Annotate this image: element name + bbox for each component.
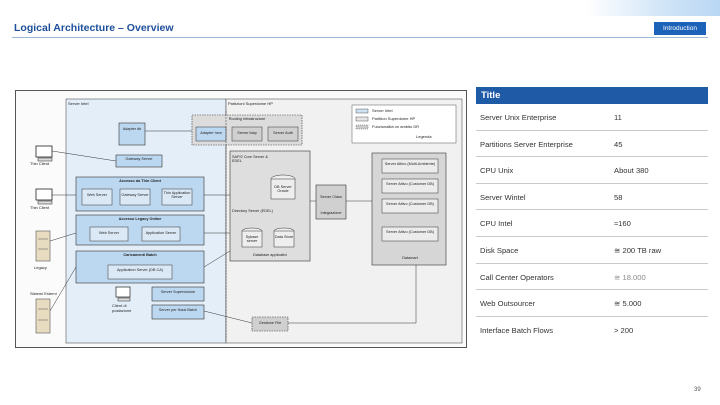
table-row: Server Wintel 58 <box>476 184 708 211</box>
row-value: > 200 <box>614 325 634 335</box>
thin-app-label: Thin Application Server <box>163 191 191 199</box>
thin-access-label: Accesso da Thin Client <box>119 179 161 183</box>
bottom-flow-box <box>251 316 289 332</box>
legend-title: Legenda <box>416 134 432 139</box>
server-db3-label: Server Attivo (Customer DB) <box>386 230 434 234</box>
connector-lines <box>49 111 417 341</box>
legacy-app-label: Application Server <box>145 231 177 235</box>
thin-client-icon-2 <box>35 188 53 205</box>
external-systems-icon <box>35 298 51 334</box>
stats-table: Title Server Unix Enterprise 11 Partitio… <box>476 87 708 345</box>
legend-swatch-hp <box>355 116 369 122</box>
row-label: Interface Batch Flows <box>480 325 554 335</box>
legacy-access-label: Accesso Legacy Online <box>118 217 162 221</box>
thin-client-label-1: Thin Client <box>30 161 50 166</box>
row-label: CPU Unix <box>480 166 514 176</box>
directory-label: Directory Server (EDEL) <box>232 209 273 213</box>
row-value: ≅ 200 TB raw <box>614 246 662 255</box>
table-row: Web Outsourcer ≅ 5.000 <box>476 290 708 317</box>
page-number: 39 <box>694 387 701 393</box>
batch-app-label: Application Server (DB CA) <box>116 268 163 272</box>
table-title: Title <box>476 87 708 104</box>
table-row: Interface Batch Flows > 200 <box>476 317 708 344</box>
legend-box <box>351 104 457 144</box>
legacy-web-label: Web Server <box>99 231 119 235</box>
server-mon-label: Server Attivo (Multi-Ambiente) <box>384 162 436 166</box>
row-label: Server Unix Enterprise <box>480 113 557 122</box>
table-row: Server Unix Enterprise 11 <box>476 104 708 131</box>
legend-swatch-intel <box>355 108 369 114</box>
row-label: Partitions Server Enterprise <box>480 139 573 149</box>
data-store-label: Data Store <box>274 235 294 239</box>
gateway-label: Gateway Server <box>125 157 153 161</box>
thin-client-icon-1 <box>35 145 53 162</box>
routing-label: Routing Infrastructure <box>228 117 266 121</box>
integrazione-label: Integrazione <box>320 211 342 215</box>
legacy-server-icon <box>35 230 51 262</box>
row-value: ≅ 18.000 <box>614 272 646 282</box>
section-badge[interactable]: Introduction <box>654 22 706 35</box>
table-row: Call Center Operators ≅ 18.000 <box>476 264 708 291</box>
supervision-box <box>151 286 205 302</box>
server-db2-label: Server Attivo (Customer DB) <box>386 202 434 206</box>
server-auth-label: Server Auth <box>273 131 293 135</box>
table-row: CPU Unix About 380 <box>476 157 708 184</box>
adapter-hsm-label: Adapter hsm <box>200 131 222 135</box>
bottom-flow-label: Gestione File <box>258 321 282 325</box>
row-label: Server Wintel <box>480 192 526 202</box>
web-server-label: Web Server <box>87 193 107 197</box>
adapter-db-box <box>118 122 146 146</box>
row-value: About 380 <box>614 166 649 176</box>
legacy-label: Legacy <box>34 265 47 270</box>
thin-client-label-2: Thin Client <box>30 205 50 210</box>
supervision-label: Server Supervisione <box>160 290 196 294</box>
hp-zone-title: Partizioni Superdome HP <box>228 101 273 106</box>
operator-client-label: Client di postazione <box>112 303 132 313</box>
db-applicativi-label: Database applicativi <box>253 253 287 257</box>
server-ldap-label: Server ldap <box>237 131 257 135</box>
row-value: 11 <box>614 113 622 122</box>
datamart-label: Datamart <box>402 256 418 260</box>
intel-zone-title: Server Intel <box>68 101 89 106</box>
core-label: SAP/2 Core Server & EDEL <box>232 155 268 163</box>
db-sybase-label: Sybase server <box>245 235 259 243</box>
server-db1-label: Server Attivo (Customer DB) <box>386 182 434 186</box>
server-class-box <box>315 184 347 220</box>
external-systems-label: Sistemi Esterni <box>30 291 57 296</box>
page-title: Logical Architecture – Overview <box>14 22 174 34</box>
row-label: Web Outsourcer <box>480 299 536 309</box>
legend-item-intel: Server Intel <box>372 108 393 113</box>
table-row: Partitions Server Enterprise 45 <box>476 131 708 158</box>
batch-server-label: Server per flussi Batch <box>158 308 198 312</box>
row-value: ≅ 5.000 <box>614 299 642 309</box>
db-oracle-label: DB Server Oracle <box>274 185 292 193</box>
operator-client-icon <box>115 286 131 302</box>
row-label: CPU Intel <box>480 219 513 229</box>
legend-swatch-dr <box>355 124 369 130</box>
legend-item-hp: Partition Superdome HP <box>372 116 416 121</box>
header-gradient-bar <box>586 0 720 16</box>
table-row: CPU Intel ≈160 <box>476 210 708 237</box>
adapter-db-label: Adapter db <box>122 127 142 131</box>
row-value: 45 <box>614 139 623 149</box>
legend-item-dr: Funzionalità on ambito DR <box>372 124 420 129</box>
batch-label: Caricamenti Batch <box>123 253 157 257</box>
table-row: Disk Space ≅ 200 TB raw <box>476 237 708 264</box>
row-value: ≈160 <box>614 219 631 229</box>
architecture-diagram: Server Intel Partizioni Superdome HP Ser… <box>15 90 467 348</box>
diagram-canvas <box>35 98 463 344</box>
row-label: Call Center Operators <box>480 272 554 282</box>
row-label: Disk Space <box>480 246 519 255</box>
gateway-server2-label: Gateway Server <box>121 193 149 197</box>
batch-server-box <box>151 304 205 320</box>
server-class-label: Server Class <box>320 195 342 199</box>
header-divider <box>12 37 708 38</box>
row-value: 58 <box>614 192 623 202</box>
